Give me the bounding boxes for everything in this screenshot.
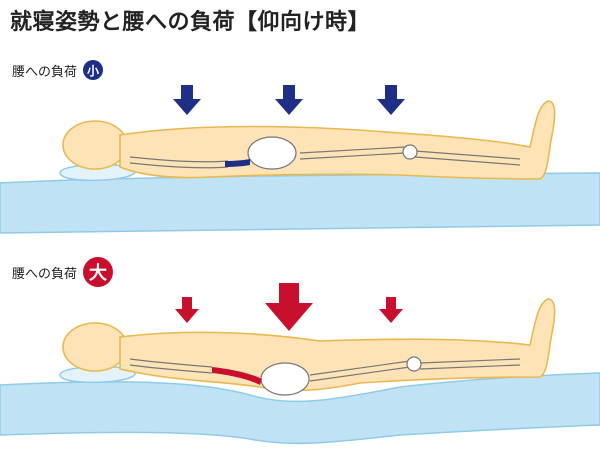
head bbox=[62, 120, 128, 170]
lumbar-highlight bbox=[212, 367, 262, 385]
load-badge-small: 小 bbox=[83, 60, 104, 80]
load-label-text: 腰への負荷 bbox=[12, 266, 78, 282]
chest-arrow bbox=[173, 85, 201, 115]
hip-arrow bbox=[275, 85, 303, 115]
scene-firm-mattress bbox=[0, 85, 600, 234]
spine-upper bbox=[129, 156, 229, 163]
load-label-text: 腰への負荷 bbox=[12, 64, 78, 80]
load-label-large: 腰への負荷 大 bbox=[12, 257, 114, 287]
scene-soft-mattress bbox=[0, 283, 600, 445]
knee bbox=[402, 144, 418, 160]
pelvis bbox=[260, 362, 310, 396]
tibia bbox=[414, 150, 521, 166]
skeleton bbox=[129, 136, 521, 170]
femur bbox=[309, 360, 411, 382]
leg-arrow bbox=[379, 297, 403, 323]
load-label-small: 腰への負荷 小 bbox=[12, 60, 104, 80]
pressure-arrows bbox=[173, 85, 405, 115]
page-title: 就寝姿勢と腰への負荷【仰向け時】 bbox=[10, 10, 371, 35]
pressure-arrows bbox=[175, 283, 403, 331]
chest-arrow bbox=[175, 297, 199, 323]
leg-arrow bbox=[377, 85, 405, 115]
head bbox=[62, 322, 128, 372]
knee bbox=[406, 356, 422, 372]
mattress bbox=[0, 372, 600, 445]
skeleton bbox=[129, 356, 521, 396]
pelvis bbox=[247, 136, 297, 170]
femur bbox=[299, 146, 406, 160]
mattress bbox=[0, 172, 600, 234]
hip-arrow bbox=[265, 283, 313, 331]
spine-upper bbox=[129, 358, 213, 368]
body-figure bbox=[62, 100, 556, 180]
lumbar-highlight bbox=[225, 159, 250, 167]
load-badge-large: 大 bbox=[83, 257, 114, 287]
tibia bbox=[419, 358, 521, 370]
